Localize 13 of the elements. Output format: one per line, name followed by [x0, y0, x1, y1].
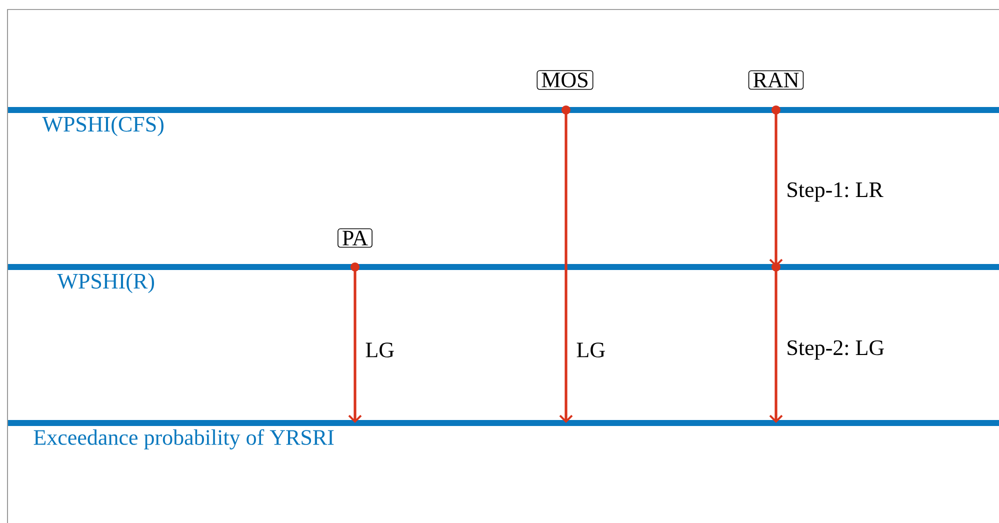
level-line: WPSHI(CFS) [8, 107, 999, 136]
edge-label: Step-2: LG [785, 339, 886, 361]
arrow [769, 262, 783, 423]
label-box: PA [338, 228, 372, 248]
label-box: MOS [536, 70, 594, 90]
level-line: WPSHI(R) [8, 264, 999, 294]
edge-label: Step-1: LR [785, 181, 884, 203]
arrow [348, 262, 362, 423]
edge-label: LG [364, 342, 396, 358]
arrow [559, 106, 573, 423]
level-line: Exceedance probability of YRSRI [8, 420, 999, 450]
label-box: RAN [748, 70, 804, 90]
edge-label: LG [575, 342, 607, 358]
